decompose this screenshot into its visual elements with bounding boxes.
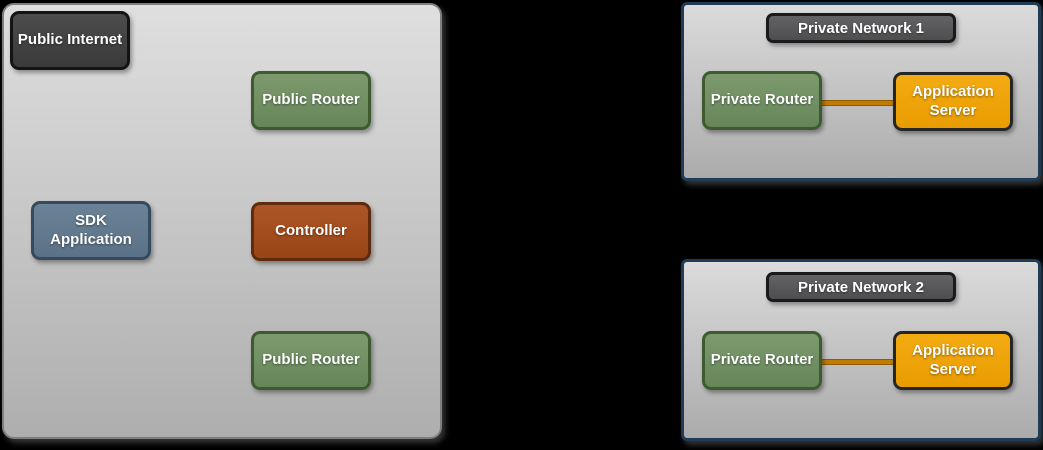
node-public-internet-label: Public Internet xyxy=(17,31,123,49)
private-network-2-zone: Private Network 2 Private Router Applica… xyxy=(681,259,1041,441)
node-application-server-2-label: Application Server xyxy=(912,341,994,378)
node-public-router-top: Public Router xyxy=(251,71,371,130)
router-server-link-2 xyxy=(820,359,896,365)
private-network-1-zone: Private Network 1 Private Router Applica… xyxy=(681,2,1041,181)
private-network-2-title-label: Private Network 2 xyxy=(798,278,924,296)
node-public-router-bottom: Public Router xyxy=(251,331,371,390)
public-internet-zone: Public Internet Public Router SDK Applic… xyxy=(2,3,442,439)
node-private-router-2: Private Router xyxy=(702,331,822,390)
node-application-server-1: Application Server xyxy=(893,72,1013,131)
node-controller: Controller xyxy=(251,202,371,261)
node-sdk-application: SDK Application xyxy=(31,201,151,260)
private-network-1-title: Private Network 1 xyxy=(766,13,956,43)
node-public-router-top-label: Public Router xyxy=(262,91,360,109)
node-application-server-1-label: Application Server xyxy=(912,82,994,119)
router-server-link-1 xyxy=(820,100,896,106)
node-private-router-2-label: Private Router xyxy=(710,351,814,369)
node-private-router-1: Private Router xyxy=(702,71,822,130)
private-network-2-title: Private Network 2 xyxy=(766,272,956,302)
node-public-internet: Public Internet xyxy=(10,11,130,70)
node-public-router-bottom-label: Public Router xyxy=(262,351,360,369)
node-sdk-application-label: SDK Application xyxy=(50,211,132,248)
node-application-server-2: Application Server xyxy=(893,331,1013,390)
node-controller-label: Controller xyxy=(275,222,347,240)
private-network-1-title-label: Private Network 1 xyxy=(798,19,924,37)
node-private-router-1-label: Private Router xyxy=(710,91,814,109)
